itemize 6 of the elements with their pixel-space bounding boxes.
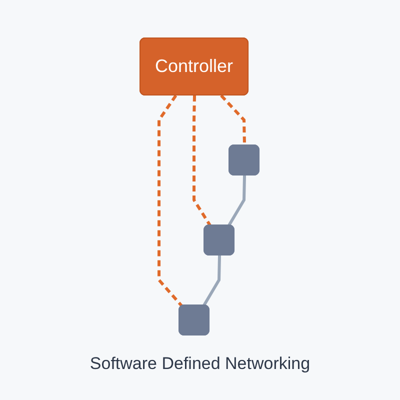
- caption: Software Defined Networking: [90, 354, 310, 374]
- connector: [220, 94, 246, 146]
- connector: [228, 174, 246, 226]
- connector: [158, 94, 184, 307]
- connector: [203, 254, 222, 306]
- connector: [193, 94, 212, 226]
